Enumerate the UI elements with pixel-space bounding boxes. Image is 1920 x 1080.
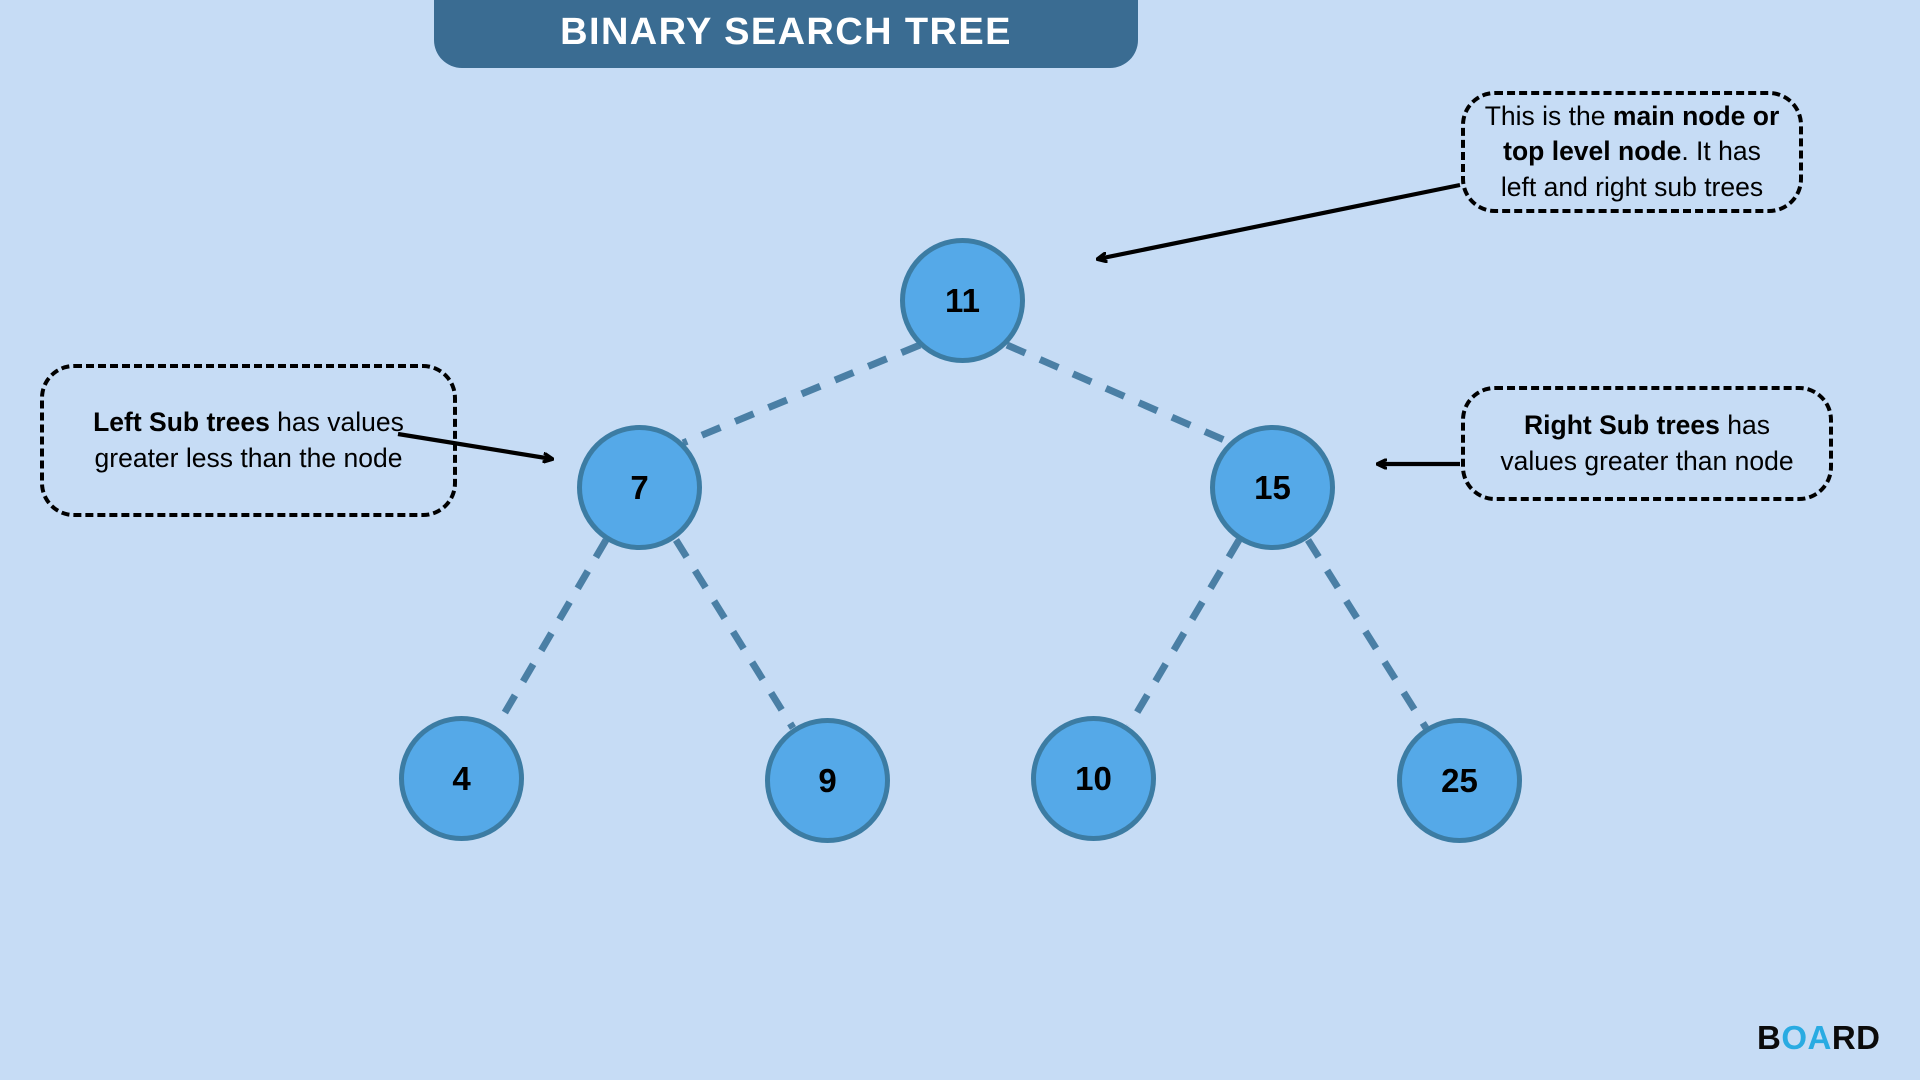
callout-root-line2-plain: . It has left [1500, 136, 1761, 202]
node-label: 15 [1254, 469, 1291, 506]
tree-node-root[interactable]: 11 [900, 238, 1025, 363]
edge-11-7 [681, 341, 922, 447]
tree-node-left[interactable]: 7 [577, 425, 702, 550]
node-label: 9 [818, 762, 837, 799]
callout-right-subtree: Right Sub trees has values greater than … [1461, 386, 1833, 501]
edge-7-4 [493, 538, 610, 728]
header-bar: BINARY SEARCH TREE [434, 0, 1138, 68]
edge-11-15 [1005, 341, 1233, 447]
callout-left-subtree-text: Left Sub trees has values greater less t… [62, 405, 435, 475]
callout-right-plain: has values greater than node [1500, 410, 1794, 476]
callout-left-subtree: Left Sub trees has values greater less t… [40, 364, 457, 517]
callout-right-subtree-text: Right Sub trees has values greater than … [1483, 408, 1811, 478]
tree-node-left-right[interactable]: 9 [765, 718, 890, 843]
callout-left-plain: has values greater less than the node [94, 407, 404, 473]
board-logo: B OA RD [1757, 1019, 1881, 1057]
tree-node-right-right[interactable]: 25 [1397, 718, 1522, 843]
logo-text-part1: B [1757, 1019, 1782, 1056]
node-label: 10 [1075, 760, 1112, 797]
tree-node-right[interactable]: 15 [1210, 425, 1335, 550]
tree-node-left-left[interactable]: 4 [399, 716, 524, 841]
logo-text-part3: RD [1831, 1019, 1881, 1056]
callout-left-bold: Left Sub trees [93, 407, 270, 438]
page-title: BINARY SEARCH TREE [560, 10, 1012, 53]
node-label: 25 [1441, 762, 1478, 799]
node-label: 4 [452, 760, 471, 797]
callout-right-bold: Right Sub trees [1524, 410, 1720, 441]
callout-root-line1-bold: main node or [1612, 101, 1780, 132]
edge-7-9 [673, 538, 796, 730]
callout-root-node: This is the main node or top level node.… [1461, 91, 1803, 213]
edge-15-25 [1305, 538, 1429, 730]
callout-root-line2-bold: top level node [1503, 136, 1682, 167]
tree-node-right-left[interactable]: 10 [1031, 716, 1156, 841]
node-label: 11 [945, 282, 980, 319]
callout-root-node-text: This is the main node or top level node.… [1483, 99, 1781, 205]
callout-root-line1-plain: This is the [1484, 101, 1613, 132]
callout-root-line3-plain: and right sub trees [1543, 171, 1764, 202]
node-label: 7 [630, 469, 649, 506]
edge-15-10 [1125, 538, 1243, 728]
arrow-to-root [1098, 182, 1461, 259]
logo-infinity-icon: OA [1781, 1019, 1832, 1056]
